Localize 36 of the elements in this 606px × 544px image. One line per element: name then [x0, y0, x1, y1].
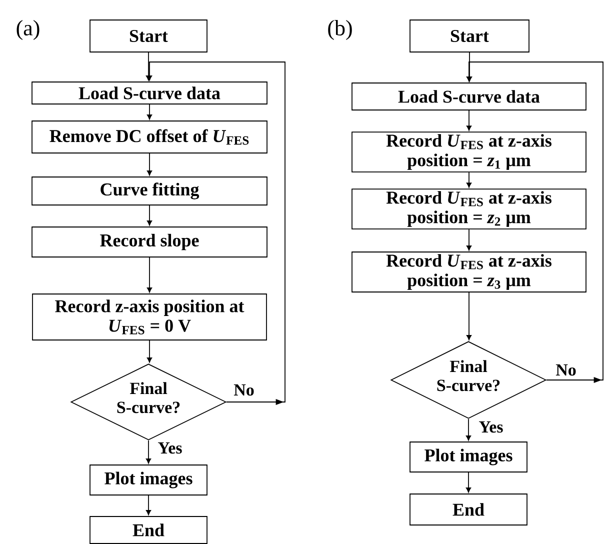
- loop-arrow: [466, 62, 604, 383]
- process-box: Curve fitting: [32, 176, 268, 206]
- panel-label: (a): [16, 20, 40, 40]
- arrow: [146, 440, 152, 464]
- process-box: Record slope: [32, 226, 268, 258]
- loop-arrow: [146, 62, 286, 405]
- arrow: [146, 257, 152, 293]
- process-box: Record U$_{FES}$ at z-axis position = z$_{1}$ μm: [352, 132, 586, 172]
- process-box: Plot images: [90, 464, 208, 496]
- process-box: Load S-curve data: [352, 82, 586, 110]
- process-box: Start: [90, 20, 208, 52]
- arrow: [466, 228, 472, 251]
- process-box: Remove DC offset of U$_{FES}$: [32, 120, 268, 154]
- edge-label: No: [554, 363, 578, 377]
- process-box: Record U$_{FES}$ at z-axis position = z$_{2}$ μm: [352, 188, 586, 230]
- process-box: Load S-curve data: [32, 82, 268, 104]
- edge-label: Yes: [478, 420, 504, 434]
- arrow: [466, 472, 472, 493]
- process-box: Start: [410, 20, 530, 52]
- arrow: [146, 495, 152, 516]
- process-box: Record z-axis position at U$_{FES}$ = 0 V: [32, 294, 267, 340]
- process-box: End: [90, 516, 208, 544]
- arrow: [466, 110, 472, 131]
- edge-label: Yes: [156, 441, 184, 455]
- process-box: Record U$_{FES}$ at z-axis position = z$_{3}$ μm: [352, 252, 586, 292]
- arrow: [146, 205, 152, 226]
- arrow: [146, 104, 152, 120]
- arrow: [146, 340, 152, 363]
- edge-label: No: [232, 383, 256, 397]
- arrow: [146, 153, 152, 176]
- process-box: End: [410, 494, 528, 526]
- arrow: [466, 292, 472, 340]
- arrow: [466, 172, 472, 188]
- arrow: [466, 418, 472, 441]
- process-box: Plot images: [410, 442, 528, 472]
- panel-label: (b): [328, 20, 352, 40]
